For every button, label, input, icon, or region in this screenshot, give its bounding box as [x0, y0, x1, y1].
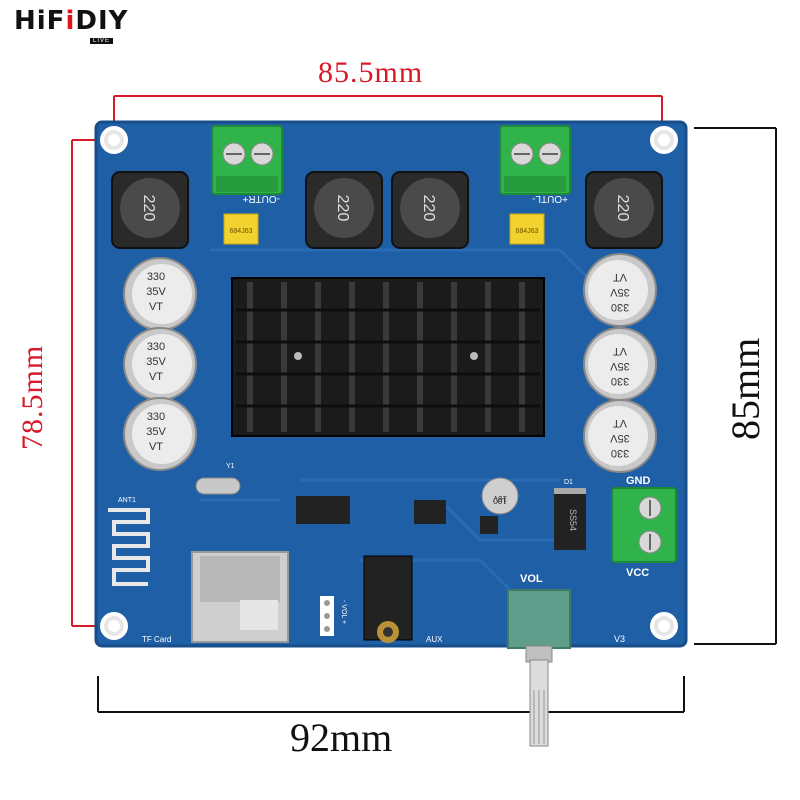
dimension-width-bottom: 92mm: [290, 715, 393, 760]
svg-text:VT: VT: [613, 417, 627, 429]
svg-text:35V: 35V: [146, 286, 166, 298]
svg-text:220: 220: [420, 195, 437, 222]
svg-text:VT: VT: [149, 441, 163, 453]
ic-chips: [195, 477, 498, 534]
svg-text:220: 220: [140, 195, 157, 222]
svg-text:684J63: 684J63: [516, 228, 539, 235]
dimension-width-top: 85.5mm: [318, 56, 424, 89]
svg-text:330: 330: [147, 271, 165, 283]
svg-text:16V: 16V: [492, 494, 507, 503]
svg-text:100: 100: [493, 496, 507, 505]
svg-text:VT: VT: [149, 301, 163, 313]
film-capacitors: 684J63 684J63: [223, 213, 545, 245]
inductors: 220 220 220 220: [111, 171, 663, 249]
label-vol-header: - VOL +: [340, 600, 347, 624]
electrolytic-capacitors-left: 330 35V VT 330 35V VT 330 35V VT: [123, 257, 197, 471]
svg-text:330: 330: [147, 341, 165, 353]
output-terminal-left-channel: [499, 125, 571, 195]
svg-text:VT: VT: [149, 371, 163, 383]
label-version: V3: [614, 634, 625, 644]
heatsink: [231, 277, 545, 437]
svg-text:35V: 35V: [610, 360, 630, 372]
svg-text:330: 330: [147, 411, 165, 423]
brand-sub: LIVE: [90, 38, 114, 44]
svg-text:330: 330: [611, 447, 629, 459]
label-vcc: VCC: [626, 567, 649, 579]
label-gnd: GND: [626, 475, 651, 487]
label-tf-card: TF Card: [142, 635, 171, 644]
label-crystal: Y1: [226, 463, 235, 470]
svg-text:SS54: SS54: [568, 509, 578, 531]
svg-text:220: 220: [334, 195, 351, 222]
svg-text:VT: VT: [613, 271, 627, 283]
svg-text:35V: 35V: [610, 432, 630, 444]
dimension-height-right: 85mm: [723, 337, 768, 440]
electrolytic-capacitors-right: 330 35V VT 330 35V VT 330 35V VT: [583, 253, 657, 473]
label-outr: -OUTR+: [242, 193, 280, 204]
diode-ss54: SS54: [554, 488, 586, 550]
output-terminal-right-channel: [211, 125, 283, 195]
svg-text:35V: 35V: [146, 426, 166, 438]
svg-text:35V: 35V: [610, 286, 630, 298]
svg-text:330: 330: [611, 375, 629, 387]
label-aux: AUX: [426, 635, 443, 644]
tf-card-slot: [191, 551, 289, 643]
dimension-height-left: 78.5mm: [16, 344, 49, 450]
mounting-holes: [100, 126, 678, 640]
power-terminal: [611, 487, 677, 563]
label-d1: D1: [564, 479, 573, 486]
vol-header: [320, 596, 334, 636]
brand-logo: HiFiDIY: [14, 6, 129, 36]
svg-text:VT: VT: [613, 345, 627, 357]
small-capacitor: 100 16V: [481, 477, 519, 515]
dimension-lines: [71, 95, 777, 713]
aux-jack: [363, 555, 413, 643]
svg-text:684J63: 684J63: [230, 228, 253, 235]
volume-potentiometer: [507, 589, 571, 747]
antenna: [108, 508, 150, 586]
label-ant: ANT1: [118, 497, 136, 504]
label-vol: VOL: [520, 573, 543, 585]
svg-text:330: 330: [611, 301, 629, 313]
svg-text:220: 220: [614, 195, 631, 222]
svg-text:35V: 35V: [146, 356, 166, 368]
label-outl: +OUTL-: [532, 193, 568, 204]
